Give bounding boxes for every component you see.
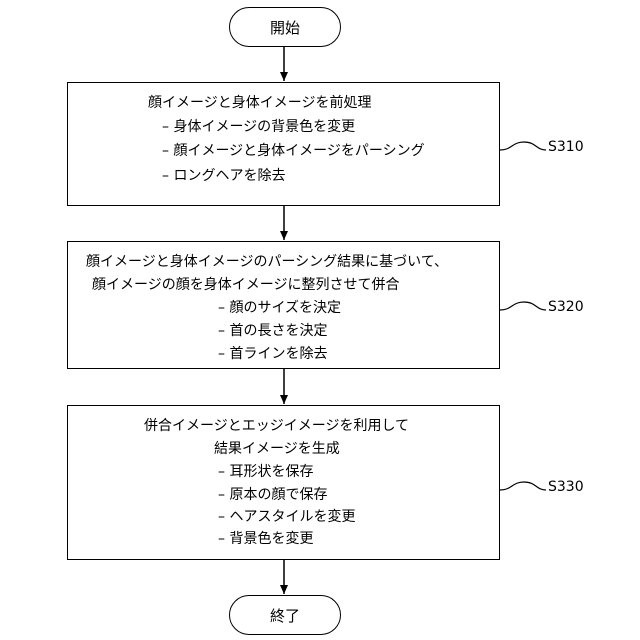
step-id-s330: S330 [548,479,584,495]
step-line: – 顔イメージと身体イメージをパーシング [162,140,425,162]
leader-s310 [500,142,546,150]
step-box-s320: 顔イメージと身体イメージのパーシング結果に基づいて、 顔イメージの顔を身体イメー… [67,241,500,369]
leader-s330 [500,482,546,490]
step-line: – 身体イメージの背景色を変更 [162,116,355,138]
step-box-s330: 併合イメージとエッジイメージを利用して 結果イメージを生成 – 耳形状を保存 –… [67,405,500,560]
step-line: 結果イメージを生成 [214,438,340,460]
step-line: – 顔のサイズを決定 [218,297,341,319]
start-label: 開始 [270,17,300,38]
step-line: – 首ラインを除去 [218,343,327,365]
end-terminal: 終了 [229,595,341,635]
step-line: – 首の長さを決定 [218,320,327,342]
step-line: – ヘアスタイルを変更 [218,506,355,528]
step-line: 顔イメージの顔を身体イメージに整列させて併合 [92,274,399,296]
step-id-s310: S310 [548,139,584,155]
step-box-s310: 顔イメージと身体イメージを前処理 – 身体イメージの背景色を変更 – 顔イメージ… [67,82,500,206]
start-terminal: 開始 [229,7,341,47]
step-line: – 背景色を変更 [218,528,313,550]
step-line: – 耳形状を保存 [218,461,313,483]
step-line: – ロングヘアを除去 [162,165,285,187]
step-id-s320: S320 [548,299,584,315]
leader-s320 [500,302,546,310]
step-line: – 原本の顔で保存 [218,484,327,506]
step-line: 併合イメージとエッジイメージを利用して [144,415,409,437]
end-label: 終了 [270,605,300,626]
step-line: 顔イメージと身体イメージのパーシング結果に基づいて、 [86,251,448,273]
step-line: 顔イメージと身体イメージを前処理 [148,92,371,114]
